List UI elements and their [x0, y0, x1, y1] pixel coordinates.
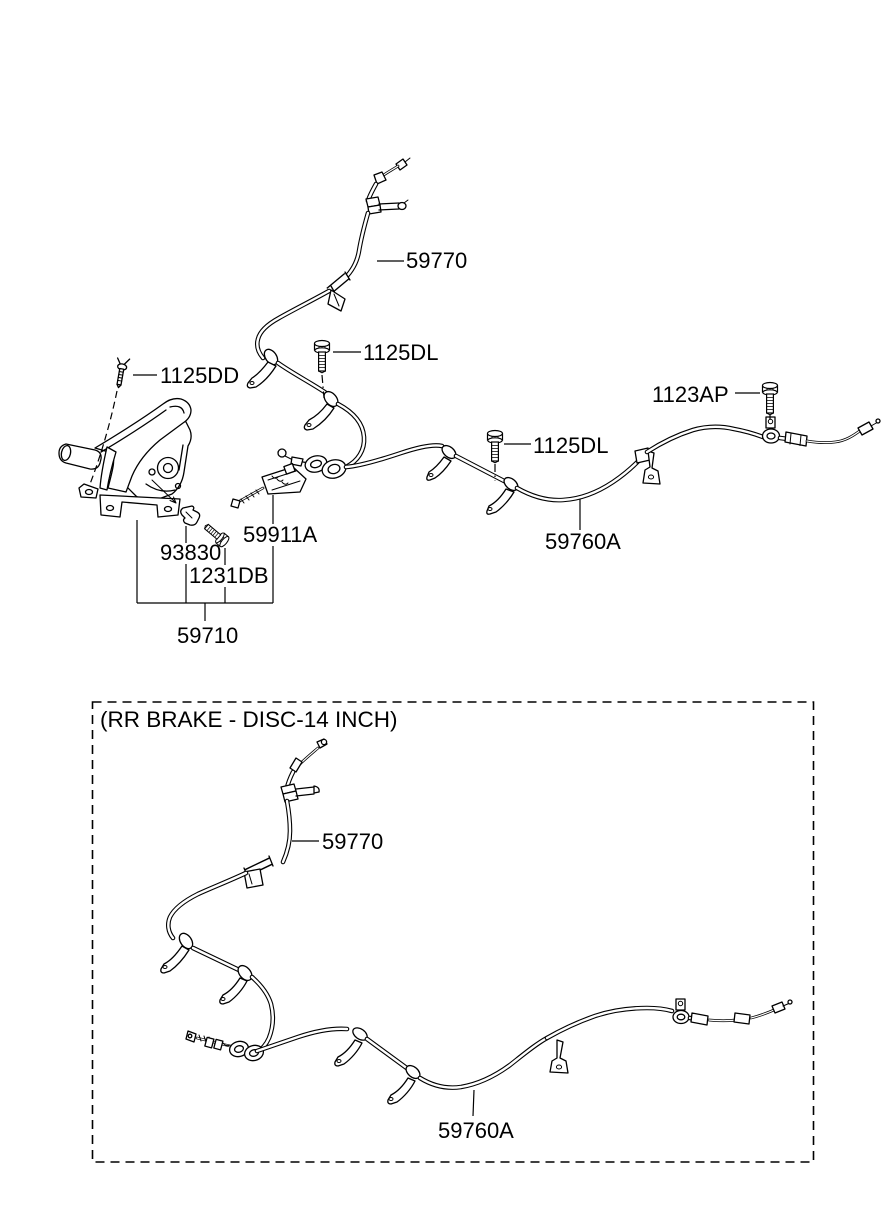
- inset-cable-59770: [160, 738, 328, 1053]
- inset-59760a-leader: [472, 1089, 475, 1117]
- inset-border: [91, 701, 815, 1163]
- inset-title: (RR BRAKE - DISC-14 INCH): [100, 707, 398, 732]
- label-59911a: 59911A: [243, 522, 318, 547]
- screw-1125dd-icon: [116, 357, 131, 389]
- inset-equalizer-rod: [185, 1030, 265, 1062]
- cable-bracket: [642, 450, 661, 485]
- cable-59760a: [346, 416, 881, 515]
- main-diagram: 59770 1125DL 1125DD 1123AP 1125DL 59760A…: [58, 157, 881, 648]
- inset-diagram: (RR BRAKE - DISC-14 INCH): [91, 701, 815, 1163]
- label-1125dl-mid: 1125DL: [533, 433, 608, 458]
- inset-cable-59760a: [257, 998, 793, 1105]
- label-59760a: 59760A: [545, 529, 621, 554]
- bolt-1125dl-upper-leader: [321, 374, 325, 399]
- cable-59770: [246, 157, 411, 467]
- label-1123ap: 1123AP: [652, 382, 729, 407]
- label-59770: 59770: [406, 248, 467, 273]
- lever-assembly-59710: [58, 397, 192, 518]
- clip-93830-icon: [180, 505, 201, 526]
- equalizer-and-rod-59911a: [230, 448, 347, 509]
- label-1231db: 1231DB: [189, 563, 269, 588]
- bolt-1125dl-mid-icon: [486, 429, 504, 464]
- label-1125dd: 1125DD: [160, 363, 239, 388]
- screw-1125dd-leader: [89, 390, 118, 485]
- inset-label-59770: 59770: [322, 829, 383, 854]
- bolt-1123ap-icon: [761, 381, 779, 416]
- label-1125dl-upper: 1125DL: [363, 340, 438, 365]
- label-59710: 59710: [177, 623, 238, 648]
- label-93830: 93830: [160, 540, 221, 565]
- inset-label-59760a: 59760A: [438, 1118, 514, 1143]
- bolt-1125dl-upper-icon: [313, 339, 331, 374]
- callout-lines: [133, 260, 760, 621]
